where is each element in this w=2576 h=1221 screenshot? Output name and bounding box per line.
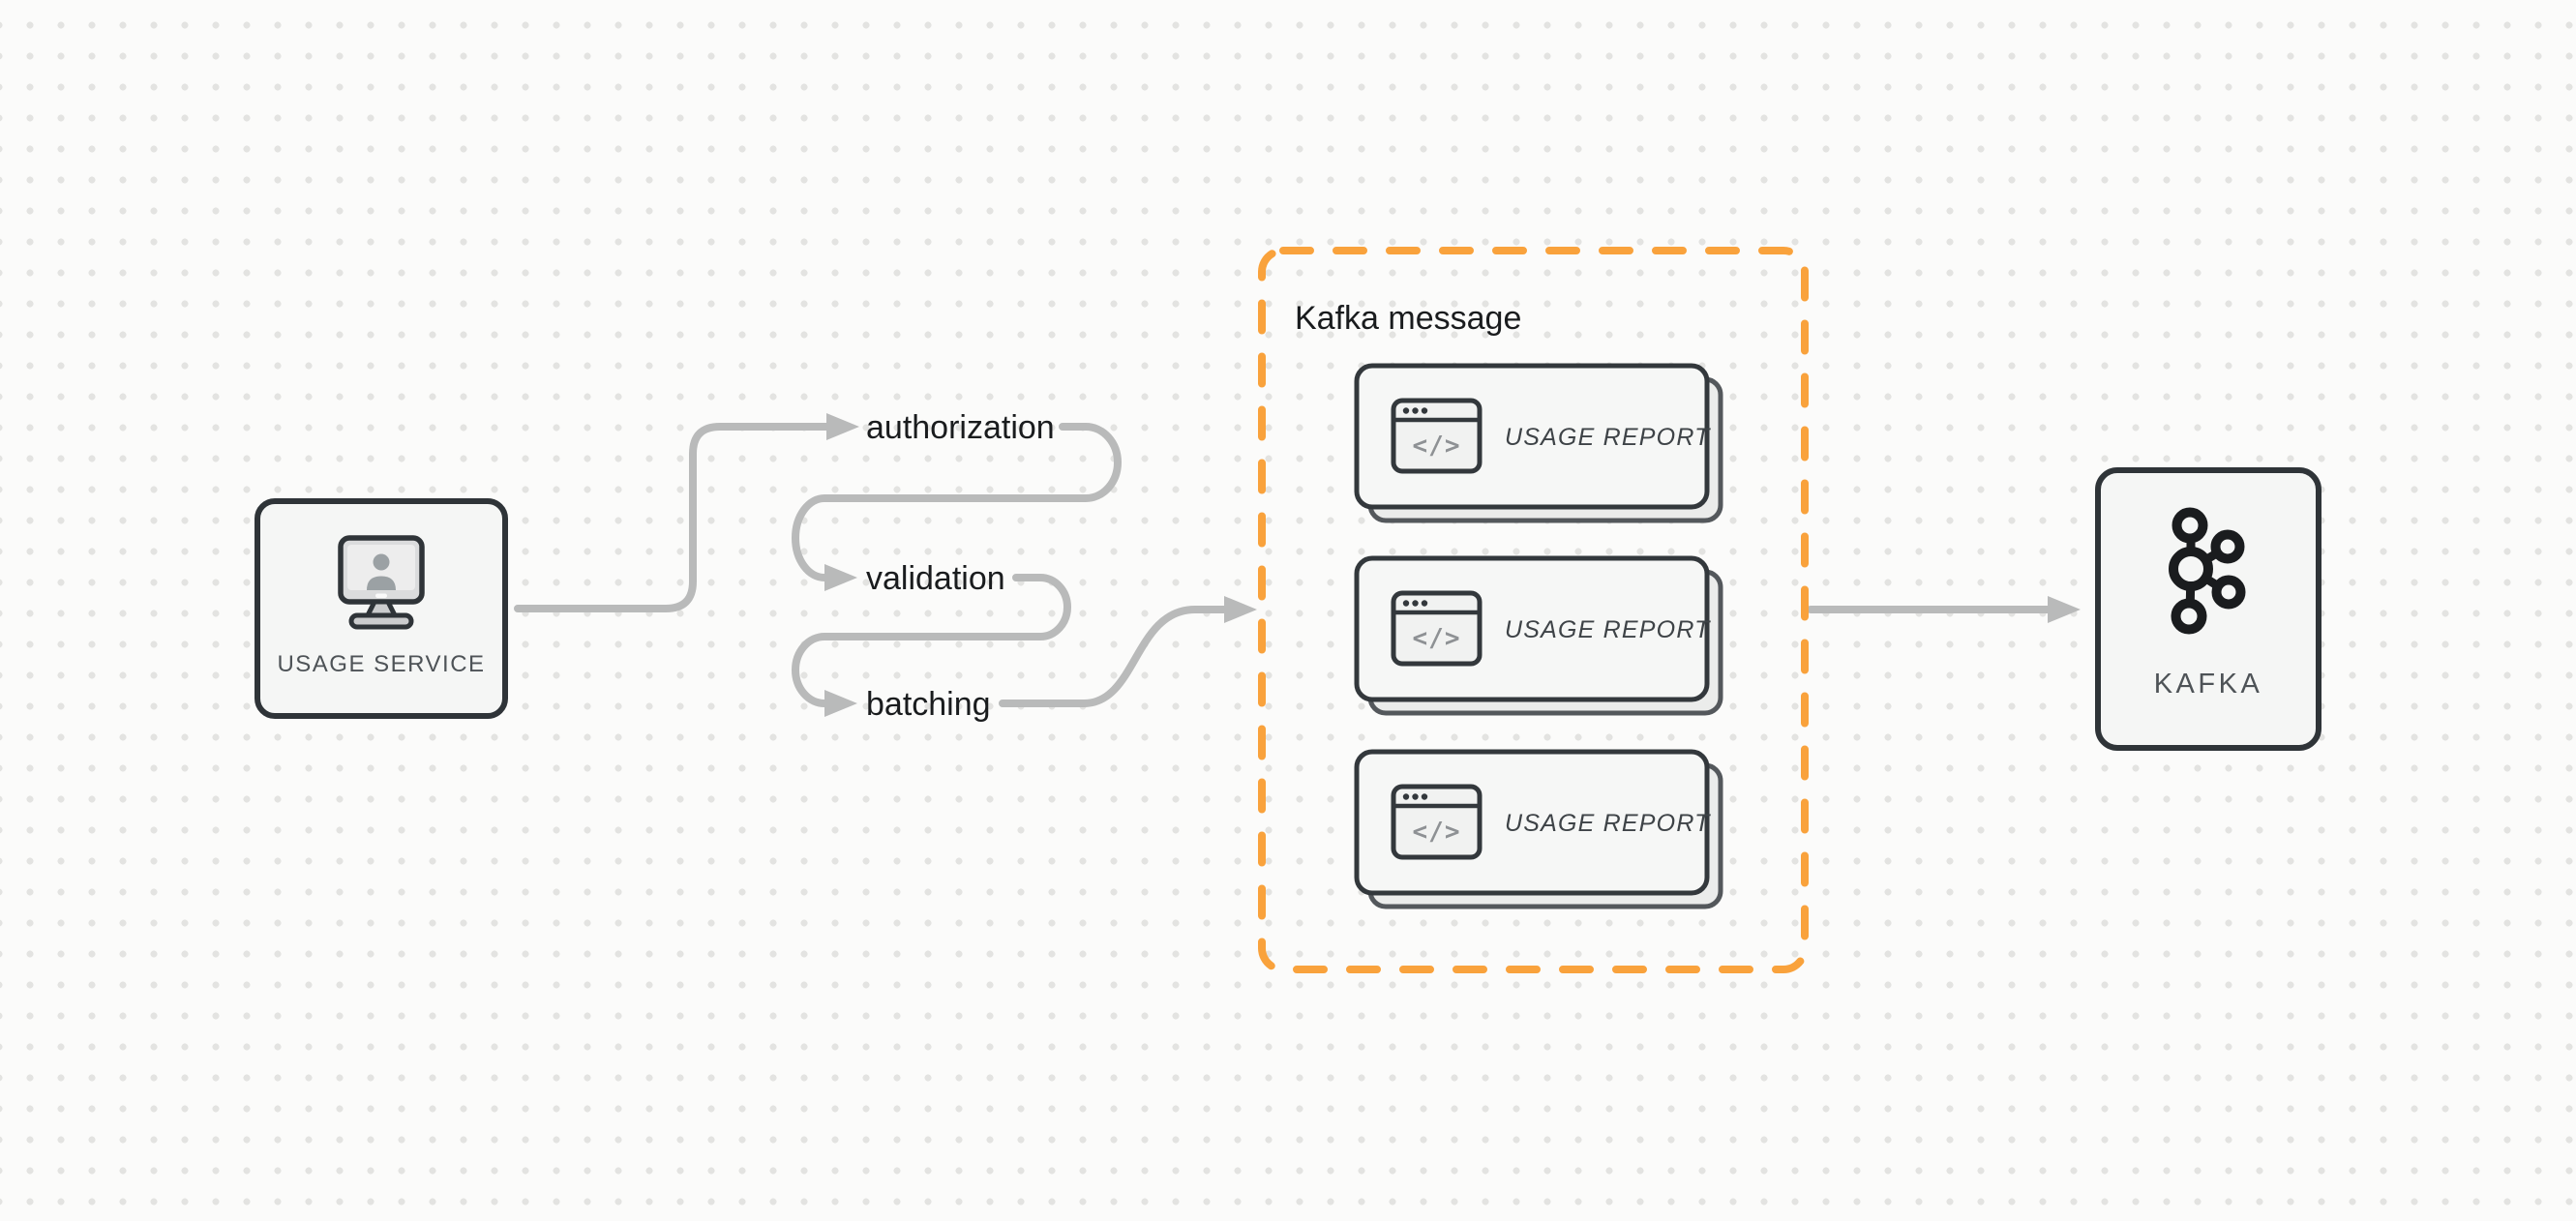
code-icon-glyph: </>	[1413, 432, 1461, 461]
code-icon-glyph: </>	[1413, 818, 1461, 847]
step-label-validation: validation	[866, 560, 1005, 597]
arrowhead-validation	[824, 564, 857, 591]
usage-report-label: USAGE REPORT	[1505, 424, 1711, 451]
connector-batching-to-kafka-message	[999, 606, 1230, 707]
code-window-icon: </>	[1391, 398, 1483, 474]
connector-authorization-to-validation	[792, 423, 1122, 581]
flow-connectors	[514, 413, 2081, 717]
usage-service-label: USAGE SERVICE	[277, 651, 485, 677]
usage-service-node: USAGE SERVICE	[255, 498, 508, 719]
kafka-message-group: Kafka message </> USAGE REPORT	[1258, 247, 1809, 973]
kafka-logo-icon	[2169, 507, 2246, 635]
kafka-node: KAFKA	[2095, 467, 2321, 751]
arrowhead-kafka-message	[1224, 596, 1257, 623]
monitor-user-icon	[338, 535, 425, 630]
arrowhead-batching	[824, 690, 857, 717]
usage-report-card-1: </> USAGE REPORT	[1354, 363, 1723, 523]
code-window-icon: </>	[1391, 784, 1483, 860]
usage-report-label: USAGE REPORT	[1505, 616, 1711, 643]
code-icon-glyph: </>	[1413, 624, 1461, 653]
connector-usage-to-authorization	[514, 423, 834, 612]
step-label-authorization: authorization	[866, 409, 1055, 446]
arrowhead-kafka	[2048, 596, 2081, 623]
connector-validation-to-batching	[792, 574, 1071, 707]
code-window-icon: </>	[1391, 590, 1483, 667]
kafka-label: KAFKA	[2154, 669, 2263, 700]
kafka-box	[2095, 467, 2321, 751]
usage-report-card-2: </> USAGE REPORT	[1354, 555, 1723, 716]
arrowhead-authorization	[826, 413, 859, 440]
step-label-batching: batching	[866, 686, 991, 723]
usage-report-card-3: </> USAGE REPORT	[1354, 749, 1723, 909]
kafka-message-dashed-border	[1258, 247, 1809, 973]
usage-report-label: USAGE REPORT	[1505, 810, 1711, 837]
kafka-message-title: Kafka message	[1295, 300, 1521, 337]
